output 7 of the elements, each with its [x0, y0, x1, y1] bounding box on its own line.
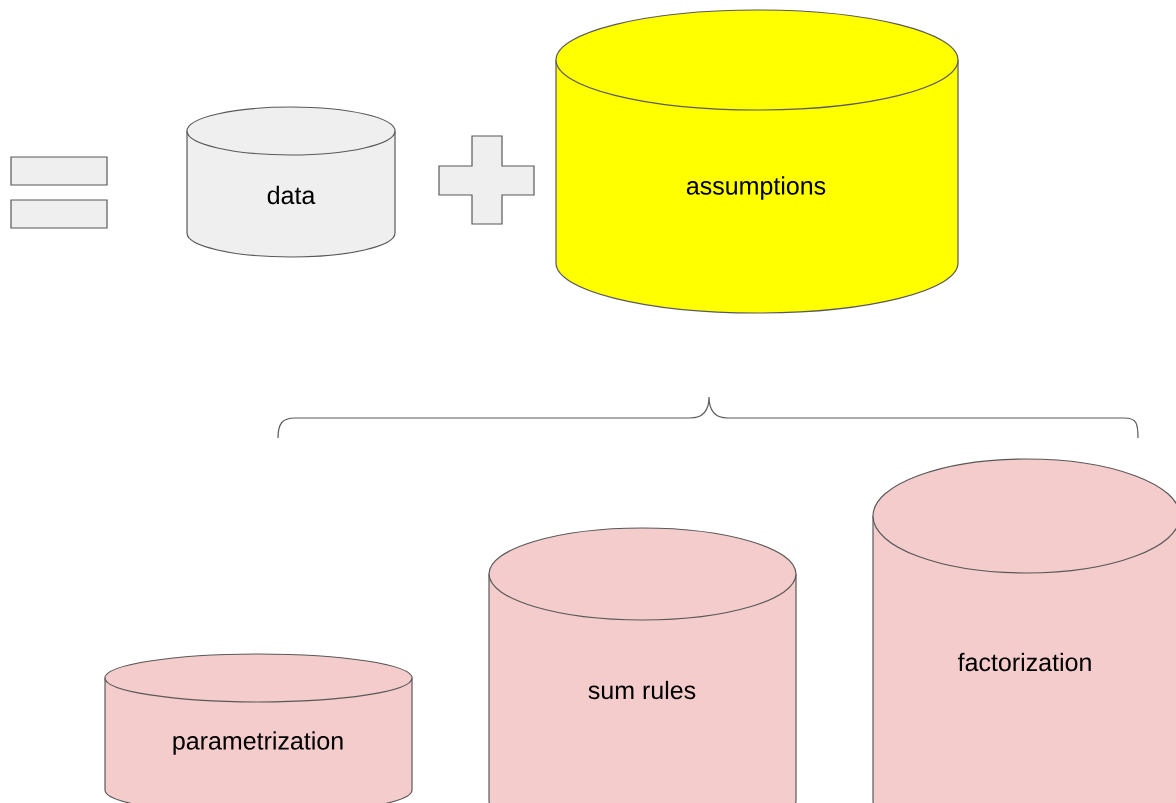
cylinder: data — [186, 106, 396, 258]
cylinder: factorization — [872, 458, 1176, 803]
cylinder: parametrization — [104, 653, 413, 803]
plus-sign — [438, 135, 535, 225]
cylinder: sum rules — [488, 527, 797, 803]
cylinder: assumptions — [555, 9, 959, 314]
equals-sign — [10, 156, 108, 229]
